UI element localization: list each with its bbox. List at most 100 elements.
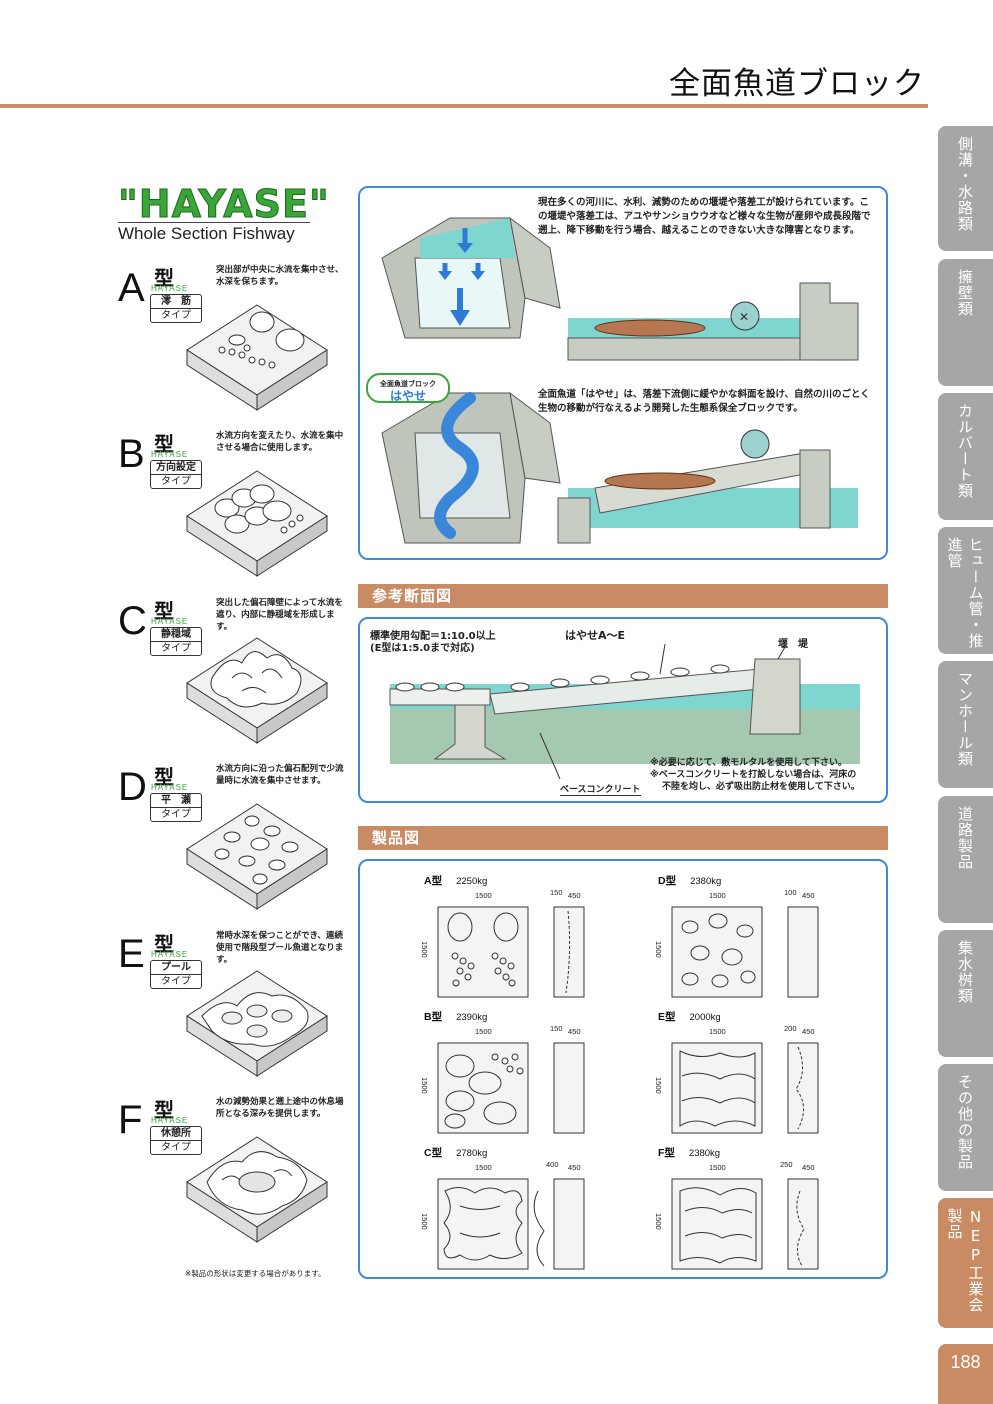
type-description: 常時水深を保つことができ、連続使用で階段型プール魚道となります。	[216, 931, 344, 965]
product-c-label: C型 2780kg	[424, 1145, 487, 1160]
tab-retaining-wall[interactable]: 擁壁類	[938, 259, 993, 386]
block-e-illustration	[186, 970, 328, 1077]
type-description: 突出した偏石障壁によって水流を遮り、内部に静穏域を形成します。	[216, 598, 343, 632]
base-note: ※ベースコンクリートを打設しない場合は、河床の	[650, 770, 857, 780]
type-sub: タイプ	[151, 308, 201, 322]
type-hayase: HAYASE	[151, 450, 189, 459]
type-kata: 型	[154, 932, 174, 956]
tab-side-ditch[interactable]: 側溝・水路類	[938, 126, 993, 251]
dim-height: 1500	[654, 1213, 663, 1230]
dim-width: 1500	[709, 1027, 726, 1036]
type-name: 休憩所	[161, 1128, 191, 1139]
hayase-badge: 全面魚道ブロック はやせ	[366, 373, 450, 403]
type-hayase: HAYASE	[151, 284, 189, 293]
tab-other-products[interactable]: その他の製品	[938, 1064, 993, 1191]
type-name: 平 瀬	[161, 795, 191, 806]
type-hayase: HAYASE	[151, 1116, 189, 1125]
dim-width: 1500	[709, 1163, 726, 1172]
dim-width: 1500	[475, 1163, 492, 1172]
type-sub: タイプ	[151, 1140, 201, 1154]
dim-t2: 450	[568, 891, 581, 900]
product-type: F型	[658, 1147, 675, 1159]
type-letter: C	[118, 599, 147, 643]
product-e-label: E型 2000kg	[658, 1009, 721, 1024]
dim-t1: 200	[784, 1024, 797, 1033]
type-letter: D	[118, 765, 147, 809]
type-tag: 平 瀬タイプ	[150, 793, 202, 822]
type-tag: 休憩所タイプ	[150, 1126, 202, 1155]
dim-width: 1500	[475, 891, 492, 900]
type-letter: F	[118, 1098, 143, 1142]
product-weight: 2780kg	[456, 1148, 488, 1159]
type-a: A 型 HAYASE 澪 筋タイプ 突出部が中央に水流を集中させ、水深を保ちます…	[118, 262, 348, 434]
tab-label: NEP工業会製品	[945, 1208, 985, 1313]
block-c-illustration	[186, 637, 328, 744]
type-sub: タイプ	[151, 807, 201, 821]
type-description: 水の減勢効果と遡上途中の休息場所となる深みを提供します。	[216, 1097, 344, 1119]
type-d: D 型 HAYASE 平 瀬タイプ 水流方向に沿った偏石配列で少流量時に水流を集…	[118, 761, 348, 933]
block-d-illustration	[186, 803, 328, 910]
type-name: 方向設定	[156, 462, 196, 473]
cross-section-drawing	[389, 643, 860, 780]
product-drawings-heading: 製品図	[358, 826, 888, 850]
type-kata: 型	[154, 266, 174, 290]
block-b-illustration	[186, 470, 328, 577]
type-hayase: HAYASE	[151, 950, 189, 959]
logo-divider	[118, 222, 310, 223]
dim-t2: 450	[802, 1163, 815, 1172]
mortar-note: ※必要に応じて、敷モルタルを使用して下さい。	[650, 758, 848, 768]
dim-t2: 450	[568, 1027, 581, 1036]
dim-t1: 100	[784, 888, 797, 897]
blocks-label: はやせA〜E	[565, 629, 626, 642]
product-type: C型	[424, 1147, 443, 1159]
type-description: 水流方向を変えたり、水流を集中させる場合に使用します。	[216, 431, 344, 453]
header-rule	[0, 104, 928, 108]
dim-height: 1500	[654, 1077, 663, 1094]
tab-manhole[interactable]: マンホール類	[938, 661, 993, 788]
tab-label: その他の製品	[956, 1074, 974, 1170]
type-name: プール	[161, 962, 191, 973]
tab-label: 擁壁類	[956, 269, 974, 317]
tab-label: 側溝・水路類	[956, 136, 974, 232]
product-weight: 2000kg	[689, 1012, 721, 1023]
type-letter: E	[118, 932, 145, 976]
type-hayase: HAYASE	[151, 783, 189, 792]
type-description: 突出部が中央に水流を集中させ、水深を保ちます。	[216, 265, 344, 287]
dim-t1: 400	[546, 1160, 559, 1169]
product-drawings	[437, 906, 819, 1270]
tab-nep-products[interactable]: NEP工業会製品	[938, 1198, 993, 1328]
hayase-logo: "HAYASE"	[118, 182, 330, 227]
slope-e-label: (E型は1:5.0まで対応)	[370, 643, 475, 654]
cross-section-panel: 標準使用勾配＝1:10.0以上 (E型は1:5.0まで対応) はやせA〜E 堰 …	[358, 617, 888, 803]
product-type: E型	[658, 1011, 676, 1023]
type-name: 澪 筋	[161, 296, 191, 307]
type-tag: 澪 筋タイプ	[150, 294, 202, 323]
type-c: C 型 HAYASE 静穏域タイプ 突出した偏石障壁によって水流を遮り、内部に静…	[118, 595, 348, 767]
block-f-illustration	[186, 1136, 328, 1243]
product-weight: 2390kg	[456, 1012, 488, 1023]
base-note-cont: 不陸を均し、必ず吸出防止材を使用して下さい。	[662, 782, 860, 792]
slope-label: 標準使用勾配＝1:10.0以上	[370, 631, 496, 642]
fishway-illustration: ✕	[381, 216, 859, 544]
intro-panel: ✕ 現在多くの河川に、水利、減勢のための堰堤や落差工が設けられています。この堰堤…	[358, 186, 888, 560]
type-e: E 型 HAYASE プールタイプ 常時水深を保つことができ、連続使用で階段型プ…	[118, 928, 348, 1100]
tab-label: カルバート類	[956, 403, 974, 499]
type-sub: タイプ	[151, 974, 201, 988]
tab-road-products[interactable]: 道路製品	[938, 796, 993, 923]
tab-catch-basin[interactable]: 集水桝類	[938, 930, 993, 1057]
tab-culvert[interactable]: カルバート類	[938, 393, 993, 520]
type-tag: プールタイプ	[150, 960, 202, 989]
product-type: A型	[424, 875, 443, 887]
block-a-illustration	[186, 304, 328, 411]
type-hayase: HAYASE	[151, 617, 189, 626]
type-description: 水流方向に沿った偏石配列で少流量時に水流を集中させます。	[216, 764, 344, 786]
cross-section-heading: 参考断面図	[358, 584, 888, 608]
type-sub: タイプ	[151, 641, 201, 655]
type-name: 静穏域	[161, 629, 191, 640]
shape-change-note: ※製品の形状は変更する場合があります。	[185, 1269, 326, 1278]
tab-hume-pipe[interactable]: ヒューム管・推進管	[938, 527, 993, 654]
type-f: F 型 HAYASE 休憩所タイプ 水の減勢効果と遡上途中の休息場所となる深みを…	[118, 1094, 348, 1266]
